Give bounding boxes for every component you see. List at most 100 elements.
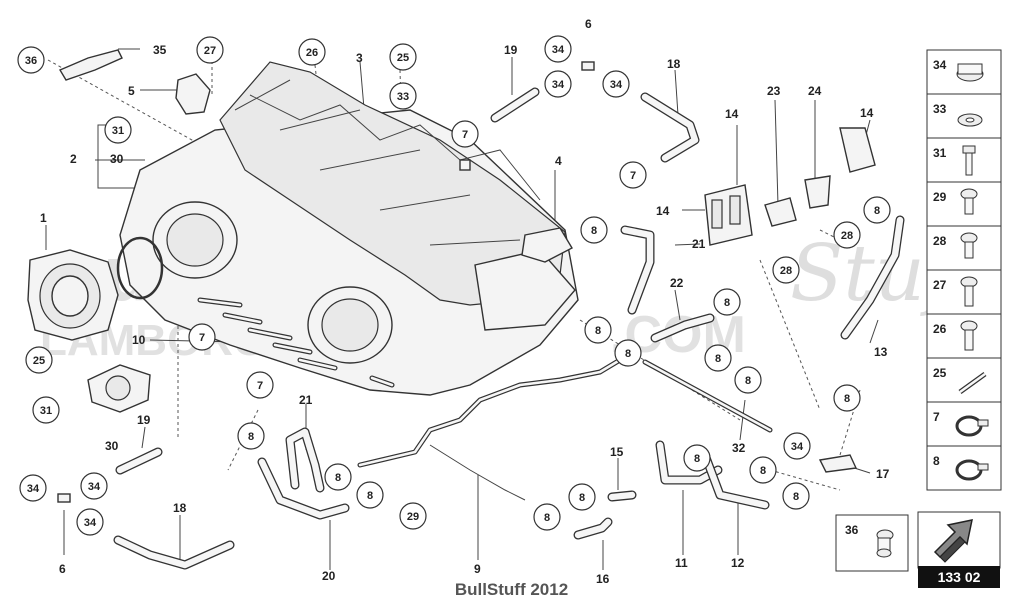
svg-text:8: 8: [625, 348, 631, 360]
long-bolt-icon: [958, 371, 987, 395]
svg-text:8: 8: [745, 375, 751, 387]
svg-text:33: 33: [933, 102, 947, 116]
legend-row-25: 25: [926, 357, 1002, 403]
legend-row-26: 26: [926, 313, 1002, 359]
callout-23: 23: [767, 84, 781, 98]
svg-text:31: 31: [40, 405, 52, 417]
callout-circle-25-lower: 25: [25, 346, 53, 374]
callout-19: 19: [504, 43, 518, 57]
callout-17: 17: [876, 467, 890, 481]
callout-32: 32: [732, 441, 746, 455]
svg-text:28: 28: [841, 230, 853, 242]
callout-14-a: 14: [725, 107, 739, 121]
svg-text:25: 25: [933, 366, 947, 380]
callout-circle-7-d: 7: [246, 371, 274, 399]
callout-22: 22: [670, 276, 684, 290]
svg-text:34: 34: [88, 481, 101, 493]
callout-21-lower: 21: [299, 393, 313, 407]
callout-circle-28-b: 28: [772, 256, 800, 284]
callout-circle-34-g: 34: [76, 508, 104, 536]
svg-text:31: 31: [933, 146, 947, 160]
callout-6-lower: 6: [59, 562, 66, 576]
svg-text:34: 34: [933, 58, 947, 72]
direction-arrow-box: [917, 511, 1001, 569]
svg-text:36: 36: [845, 523, 859, 537]
gasket-ring: [116, 236, 164, 300]
svg-text:26: 26: [306, 47, 318, 59]
legend-row-33: 33: [926, 93, 1002, 139]
clip-ring-icon: [956, 63, 984, 82]
callout-18-lower: 18: [173, 501, 187, 515]
legend-box-36: 36: [835, 514, 909, 572]
callout-circle-34-d: 34: [783, 432, 811, 460]
footer-caption: BullStuff 2012: [454, 580, 569, 599]
arrow-icon: [933, 519, 973, 563]
callout-circle-8-f: 8: [704, 344, 732, 372]
bolt-icon: [960, 320, 978, 351]
svg-text:7: 7: [462, 129, 468, 141]
legend-row-7: 7: [926, 401, 1002, 447]
callout-circle-8-l: 8: [782, 482, 810, 510]
svg-text:34: 34: [552, 79, 565, 91]
pipes: [357, 357, 773, 501]
callout-circle-7-a: 7: [451, 120, 479, 148]
screw-icon: [960, 232, 978, 259]
clip-part-6-lower: [57, 493, 71, 503]
callout-15: 15: [610, 445, 624, 459]
callout-circle-29: 29: [399, 502, 427, 530]
callout-circle-36: 36: [17, 46, 45, 74]
svg-text:8: 8: [595, 325, 601, 337]
legend-row-27: 27: [926, 269, 1002, 315]
svg-text:25: 25: [33, 355, 45, 367]
svg-text:8: 8: [844, 393, 850, 405]
circled-callouts: 36 27 26 25 33 34 34 34 31 7 7 8 8 28 28…: [17, 35, 891, 536]
legend-row-29: 29: [926, 181, 1002, 227]
valve-parts: [704, 127, 876, 473]
svg-text:34: 34: [84, 517, 97, 529]
callout-circle-34-e: 34: [19, 474, 47, 502]
svg-text:7: 7: [933, 410, 940, 424]
callout-21: 21: [692, 237, 706, 251]
callout-circle-8-n: 8: [568, 483, 596, 511]
callout-circle-8-c: 8: [713, 288, 741, 316]
callout-9: 9: [474, 562, 481, 576]
callout-circle-27: 27: [196, 36, 224, 64]
plain-callouts: 35 3 19 6 18 5 2 30 4 1 14 23 24 14 14 2…: [40, 17, 890, 586]
throttle-body: [27, 236, 164, 341]
washer-icon: [957, 113, 983, 127]
svg-text:27: 27: [933, 278, 947, 292]
callout-circle-8-b: 8: [863, 196, 891, 224]
legend-row-34: 34: [926, 49, 1002, 95]
callout-3: 3: [356, 51, 363, 65]
diagram-page-number: 133 02: [918, 566, 1000, 588]
svg-text:7: 7: [257, 380, 263, 392]
sensor-part-30: [87, 364, 151, 413]
callout-circle-34-f: 34: [80, 472, 108, 500]
svg-text:34: 34: [791, 441, 804, 453]
svg-text:8: 8: [694, 453, 700, 465]
callout-circle-26: 26: [298, 38, 326, 66]
svg-text:8: 8: [874, 205, 880, 217]
svg-text:33: 33: [397, 91, 409, 103]
svg-text:8: 8: [591, 225, 597, 237]
hose-clamp-icon: [955, 459, 989, 481]
callout-circle-31: 31: [104, 116, 132, 144]
svg-text:7: 7: [199, 332, 205, 344]
svg-text:7: 7: [630, 170, 636, 182]
screw-icon: [960, 276, 978, 307]
callout-2: 2: [70, 152, 77, 166]
callout-circle-34-a: 34: [544, 35, 572, 63]
svg-text:36: 36: [25, 55, 37, 67]
svg-text:8: 8: [715, 353, 721, 365]
callout-circle-8-h: 8: [833, 384, 861, 412]
callout-30-lower: 30: [105, 439, 119, 453]
callout-circle-7-c: 7: [188, 323, 216, 351]
callout-14-c: 14: [656, 204, 670, 218]
callout-circle-8-g: 8: [734, 366, 762, 394]
hose-clamp-icon: [955, 415, 989, 437]
callout-circle-8-o: 8: [533, 503, 561, 531]
svg-text:8: 8: [793, 491, 799, 503]
svg-text:34: 34: [27, 483, 40, 495]
